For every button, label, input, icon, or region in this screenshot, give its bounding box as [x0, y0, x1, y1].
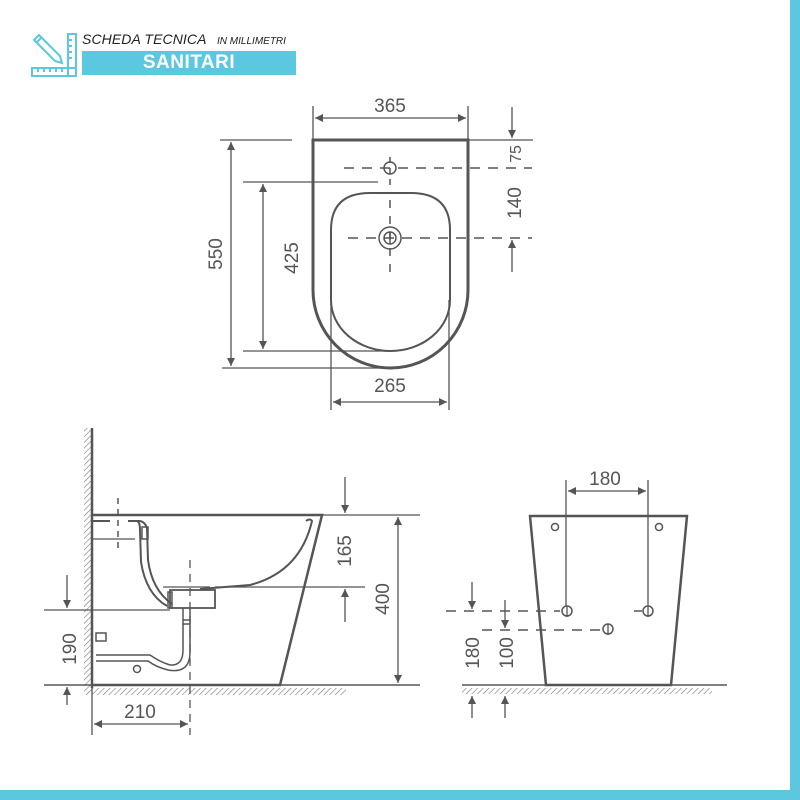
dim-fixing-height: 180	[463, 637, 484, 669]
dim-height: 400	[373, 583, 394, 615]
floor-hatch-rear	[462, 688, 712, 694]
wall-hatch	[84, 428, 92, 688]
category-badge: SANITARI	[82, 51, 296, 75]
dim-rim-to-tap: 75	[508, 145, 525, 163]
bidet-outline-rear	[528, 514, 689, 687]
sheet-title: SCHEDA TECNICA	[82, 31, 207, 47]
dim-total-length: 550	[206, 238, 227, 270]
dim-supply-height: 100	[497, 637, 518, 669]
dim-wall-to-drain: 210	[124, 702, 156, 723]
ruler-pencil-icon	[31, 33, 77, 77]
bidet-outline-top	[311, 138, 470, 370]
sheet-title-line: SCHEDA TECNICA IN MILLIMETRI	[82, 31, 286, 49]
dim-total-width: 365	[374, 96, 406, 117]
dim-bowl-depth: 165	[335, 535, 356, 567]
dim-drain-height: 190	[60, 633, 81, 665]
top-view	[220, 106, 533, 410]
bidet-outline-side	[92, 513, 324, 687]
floor-hatch	[84, 688, 346, 695]
dim-tap-to-drain: 140	[505, 187, 526, 219]
trap-pipe	[96, 608, 191, 672]
side-view	[44, 428, 420, 735]
dim-fixing-spacing: 180	[589, 469, 621, 490]
dim-bowl-width: 265	[374, 376, 406, 397]
frame-border-right	[790, 0, 800, 800]
bowl-curve-side	[199, 518, 314, 590]
drain-flange-side	[169, 589, 216, 609]
rear-view	[446, 480, 727, 718]
bowl-outline-top	[330, 192, 451, 352]
frame-border-bottom	[0, 790, 800, 800]
sheet-unit-note: IN MILLIMETRI	[217, 36, 286, 47]
dim-bowl-length: 425	[282, 242, 303, 274]
